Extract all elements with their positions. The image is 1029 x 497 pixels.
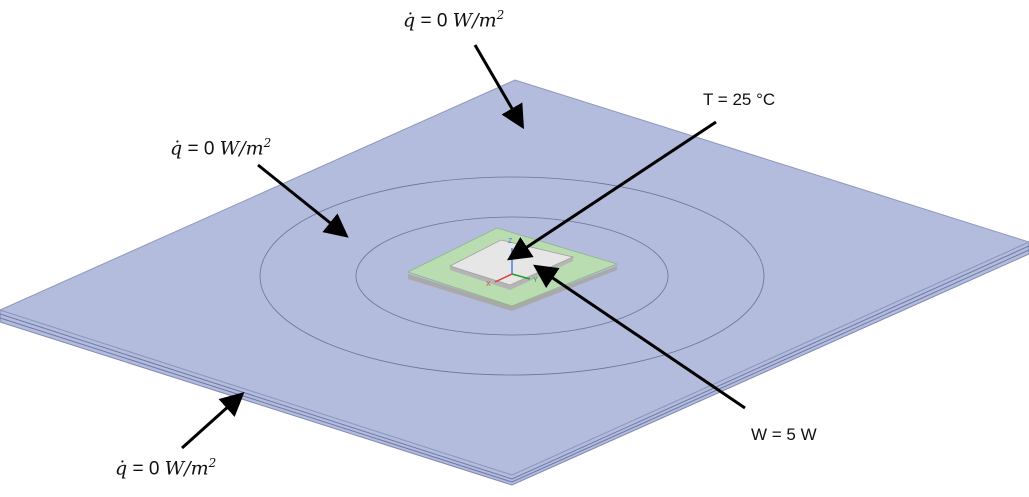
z-axis-label: Z [508, 238, 513, 245]
temperature-label: T = 25 °C [703, 90, 776, 109]
arrow-power [533, 264, 746, 410]
left-flux-label: q̇ = 0 W/m2 [170, 136, 272, 160]
power-label: W = 5 W [751, 425, 817, 444]
outer-ring [259, 176, 765, 376]
top-flux-label: q̇ = 0 W/m2 [403, 8, 505, 32]
bottom-flux-label: q̇ = 0 W/m2 [115, 456, 217, 480]
inner-ring [355, 216, 669, 336]
arrow-temperature [506, 120, 717, 261]
arrow-top-flux [473, 44, 525, 130]
arrow-left-flux [257, 163, 349, 238]
arrow-bottom-flux [180, 391, 245, 450]
y-axis-label: Y [533, 277, 538, 284]
x-axis-label: X [486, 281, 491, 288]
